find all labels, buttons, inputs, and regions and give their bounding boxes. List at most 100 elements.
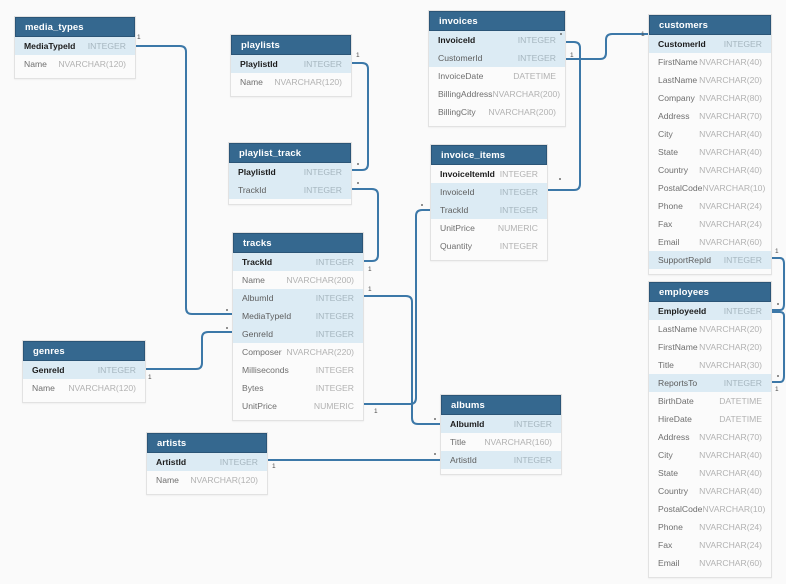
cardinality-label: 1 <box>272 463 276 470</box>
column-type: NUMERIC <box>497 223 538 233</box>
column-name: SupportRepId <box>658 255 712 265</box>
relationship-link[interactable] <box>772 257 785 311</box>
relationship-link[interactable] <box>566 33 648 60</box>
table-footer-pad <box>147 489 267 494</box>
relationship-link[interactable] <box>146 331 232 370</box>
relationship-link[interactable] <box>364 295 440 425</box>
relationship-link[interactable] <box>772 311 785 383</box>
column-type: NVARCHAR(60) <box>699 558 762 568</box>
column-type: INTEGER <box>219 457 258 467</box>
table-footer-pad <box>233 415 363 420</box>
column-type: NVARCHAR(120) <box>58 59 126 69</box>
column-name: LastName <box>658 75 698 85</box>
table-header-albums: albums <box>441 395 561 415</box>
relationship-link[interactable] <box>352 62 369 171</box>
relationship-link[interactable] <box>364 209 430 405</box>
column-type: INTEGER <box>315 257 354 267</box>
cardinality-many-marker <box>434 453 436 455</box>
column-type: DATETIME <box>513 71 556 81</box>
column-type: NVARCHAR(40) <box>699 450 762 460</box>
relationship-link[interactable] <box>352 188 379 262</box>
column-type: INTEGER <box>499 169 538 179</box>
relationship-link[interactable] <box>136 45 232 315</box>
relationship-link[interactable] <box>548 41 581 191</box>
column-type: INTEGER <box>303 167 342 177</box>
column-name: ArtistId <box>450 455 477 465</box>
column-name: Phone <box>658 201 683 211</box>
column-type: NVARCHAR(40) <box>699 129 762 139</box>
